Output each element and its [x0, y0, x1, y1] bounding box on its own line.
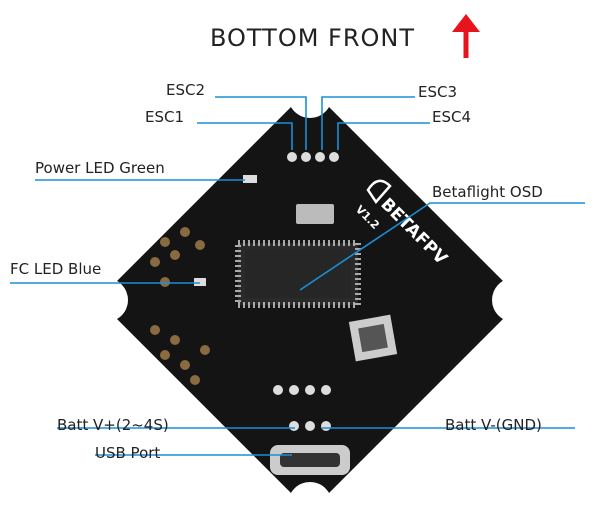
label-betaflight-osd: Betaflight OSD — [432, 183, 543, 201]
label-batt-positive: Batt V+(2~4S) — [57, 416, 169, 434]
betafpv-logo-icon — [366, 179, 392, 205]
label-usb-port: USB Port — [95, 444, 160, 462]
view-title: BOTTOM FRONT — [210, 24, 415, 52]
label-fc-led: FC LED Blue — [10, 260, 101, 278]
label-batt-negative: Batt V-(GND) — [445, 416, 542, 434]
flight-controller-board: BETAFPV V1.2 — [84, 74, 536, 521]
leader-lines — [10, 96, 585, 456]
label-power-led: Power LED Green — [35, 159, 165, 177]
arrow-up-icon — [452, 14, 480, 58]
label-esc3: ESC3 — [418, 83, 457, 101]
label-esc4: ESC4 — [432, 108, 471, 126]
label-esc2: ESC2 — [166, 81, 205, 99]
label-esc1: ESC1 — [145, 108, 184, 126]
